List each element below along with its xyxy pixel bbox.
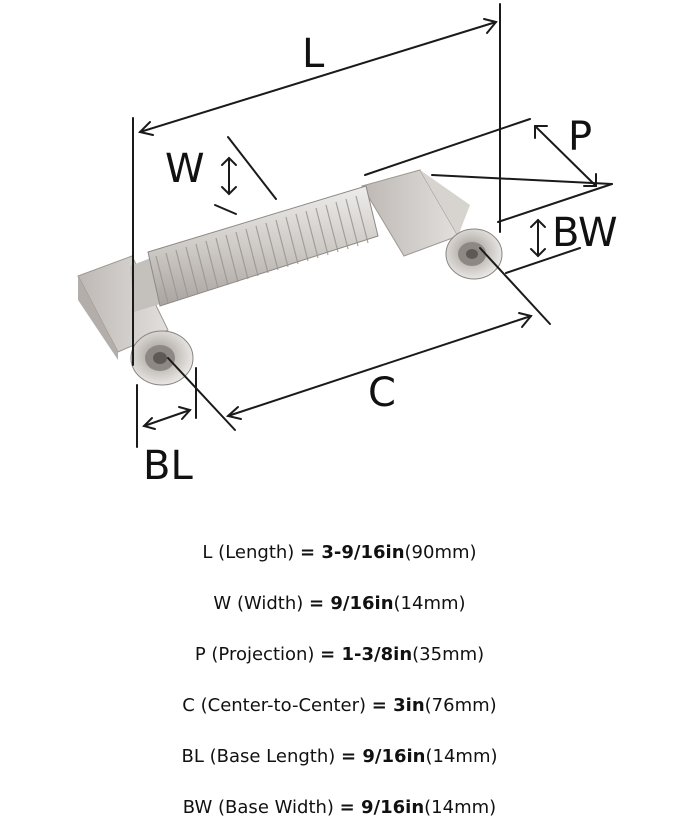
spec-description: (Base Width)	[212, 797, 340, 818]
spec-base-width: BW (Base Width) = 9/16in(14mm)	[0, 782, 679, 833]
spec-imperial-value: 1-3/8in	[341, 644, 413, 665]
spec-description: (Width)	[231, 593, 310, 614]
label-p: P	[568, 114, 593, 160]
spec-equals: =	[371, 695, 394, 716]
spec-projection: P (Projection) = 1-3/8in(35mm)	[0, 629, 679, 680]
spec-key: BL	[181, 746, 204, 767]
w-extension	[227, 136, 277, 200]
spec-key: L	[202, 542, 213, 563]
spec-imperial-value: 3-9/16in	[321, 542, 405, 563]
left-base-plate	[77, 255, 169, 353]
label-c: C	[368, 370, 396, 416]
spec-length: L (Length) = 3-9/16in(90mm)	[0, 527, 679, 578]
l-arrow	[139, 21, 497, 133]
p-arrow	[534, 125, 597, 187]
pull-handle	[77, 169, 503, 386]
spec-equals: =	[339, 797, 362, 818]
spec-metric-value: (35mm)	[412, 644, 485, 665]
spec-imperial-value: 9/16in	[361, 797, 425, 818]
spec-metric-value: (14mm)	[393, 593, 466, 614]
spec-description: (Base Length)	[203, 746, 341, 767]
spec-description: (Projection)	[205, 644, 321, 665]
fluted-grip	[147, 185, 379, 307]
dimension-spec-list: L (Length) = 3-9/16in(90mm) W (Width) = …	[0, 527, 679, 833]
spec-description: (Center-to-Center)	[194, 695, 372, 716]
spec-imperial-value: 9/16in	[362, 746, 426, 767]
pull-handle-dimension-drawing	[77, 3, 613, 448]
spec-center-to-center: C (Center-to-Center) = 3in(76mm)	[0, 680, 679, 731]
label-bl: BL	[143, 443, 193, 489]
label-w: W	[165, 146, 205, 192]
spec-metric-value: (14mm)	[425, 746, 498, 767]
spec-equals: =	[341, 746, 363, 767]
label-bw: BW	[552, 210, 618, 256]
spec-imperial-value: 3in	[393, 695, 425, 716]
spec-base-length: BL (Base Length) = 9/16in(14mm)	[0, 731, 679, 782]
dimension-lines	[132, 3, 613, 448]
bl-arrow	[143, 409, 191, 427]
spec-metric-value: (76mm)	[424, 695, 497, 716]
right-mounting-post	[445, 228, 503, 280]
spec-imperial-value: 9/16in	[330, 593, 394, 614]
spec-equals: =	[320, 644, 342, 665]
label-l: L	[302, 31, 325, 77]
spec-equals: =	[300, 542, 322, 563]
spec-metric-value: (90mm)	[404, 542, 477, 563]
spec-metric-value: (14mm)	[424, 797, 497, 818]
spec-key: BW	[182, 797, 213, 818]
spec-description: (Length)	[212, 542, 301, 563]
spec-key: W	[213, 593, 232, 614]
spec-width: W (Width) = 9/16in(14mm)	[0, 578, 679, 629]
right-base-plate	[361, 169, 459, 257]
left-mounting-post	[130, 330, 194, 386]
spec-key: P	[194, 644, 206, 665]
spec-equals: =	[309, 593, 331, 614]
c-arrow	[227, 315, 532, 417]
spec-key: C	[182, 695, 195, 716]
